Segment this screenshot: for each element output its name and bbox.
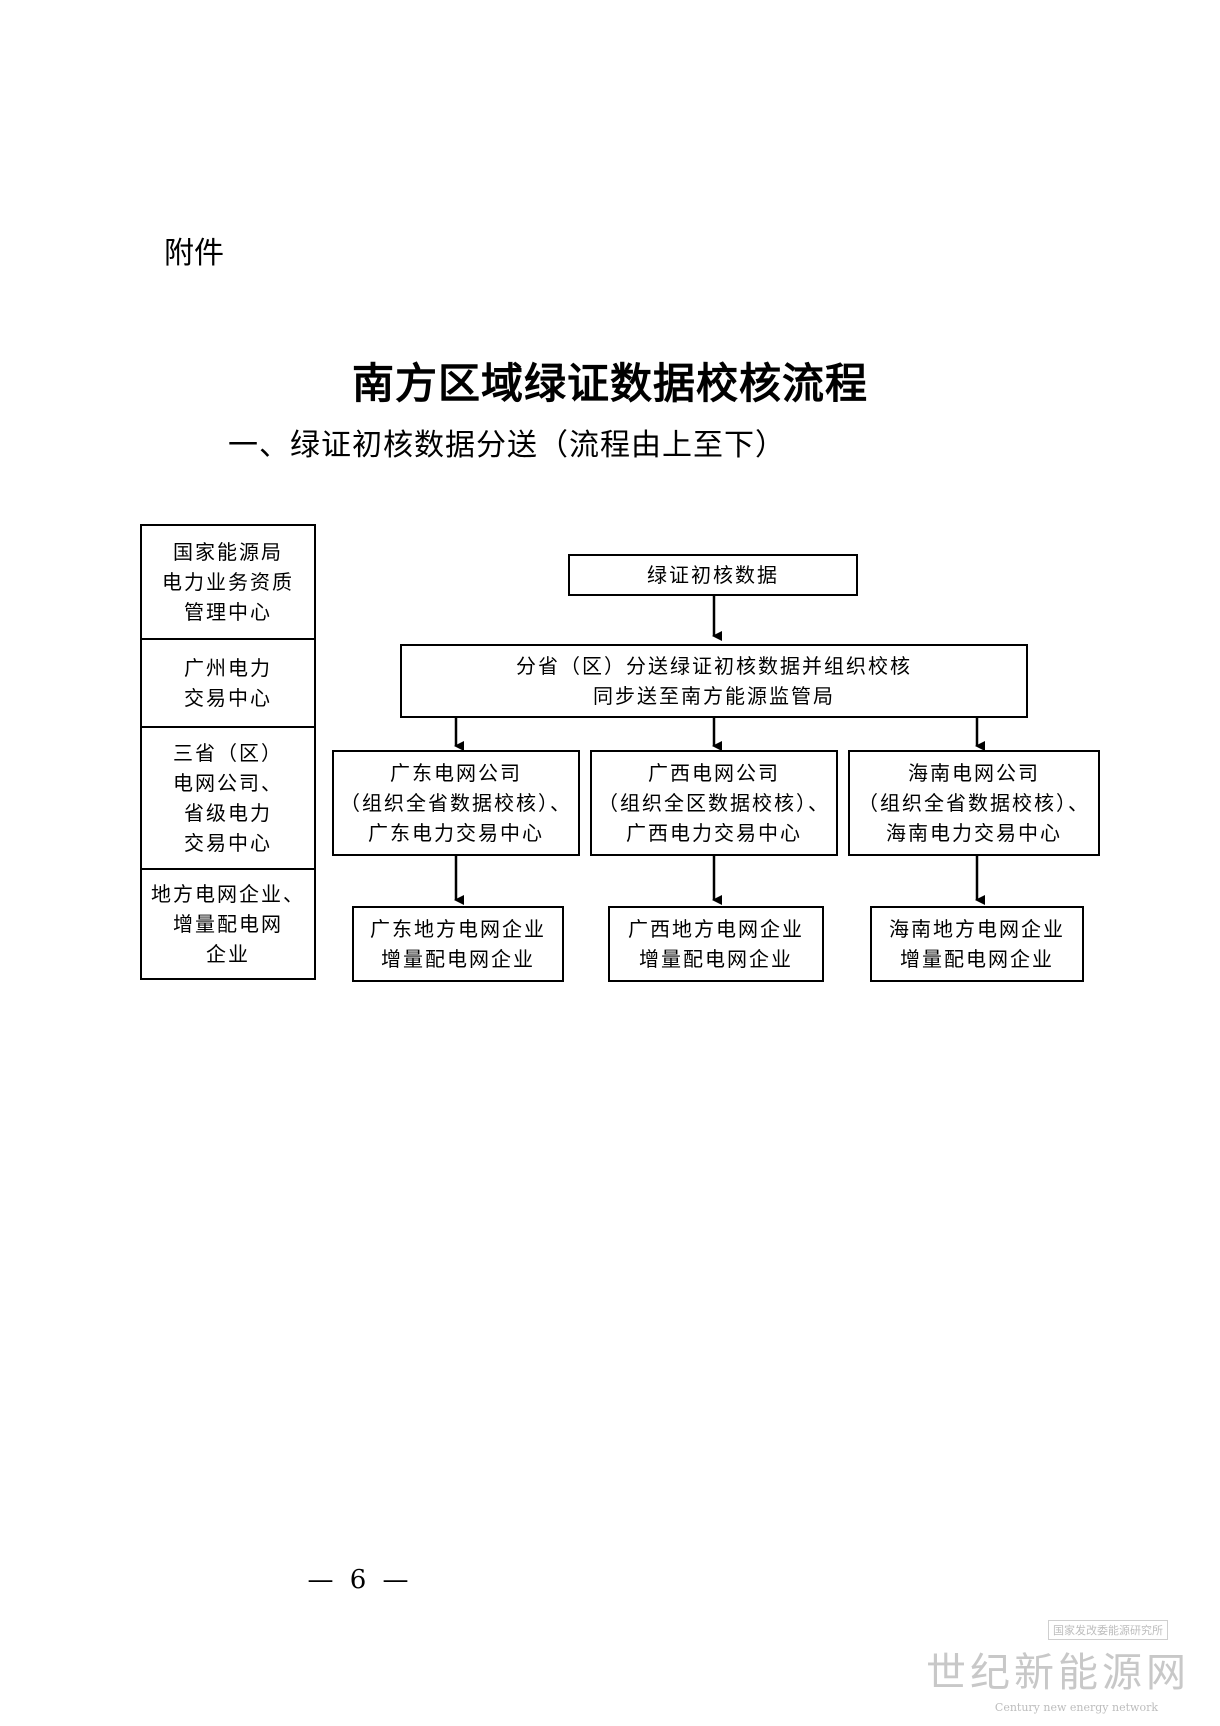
- section-heading: 一、绿证初核数据分送（流程由上至下）: [228, 428, 786, 463]
- guangxi-grid-label: 广西电网公司 （组织全区数据校核）、 广西电力交易中心: [598, 761, 830, 845]
- guangdong-local-box: 广东地方电网企业 增量配电网企业: [352, 906, 564, 982]
- hainan-local-label: 海南地方电网企业 增量配电网企业: [889, 917, 1065, 971]
- org-level-provincial-grid: 三省（区） 电网公司、 省级电力 交易中心: [140, 726, 316, 870]
- org-level-label: 广州电力 交易中心: [184, 656, 272, 710]
- guangxi-local-box: 广西地方电网企业 增量配电网企业: [608, 906, 824, 982]
- org-level-local-grid: 地方电网企业、 增量配电网 企业: [140, 868, 316, 980]
- attachment-label: 附件: [164, 236, 224, 271]
- distribute-box: 分省（区）分送绿证初核数据并组织校核 同步送至南方能源监管局: [400, 644, 1028, 718]
- initial-data-label: 绿证初核数据: [647, 563, 779, 587]
- guangdong-local-label: 广东地方电网企业 增量配电网企业: [370, 917, 546, 971]
- distribute-label: 分省（区）分送绿证初核数据并组织校核 同步送至南方能源监管局: [516, 654, 912, 708]
- watermark-logo: 世纪新能源网: [926, 1650, 1190, 1696]
- watermark-english: Century new energy network: [994, 1701, 1158, 1714]
- org-level-label: 国家能源局 电力业务资质 管理中心: [162, 540, 294, 624]
- guangdong-grid-label: 广东电网公司 （组织全省数据校核）、 广东电力交易中心: [340, 761, 572, 845]
- watermark-tag: 国家发改委能源研究所: [1048, 1620, 1168, 1640]
- guangxi-grid-box: 广西电网公司 （组织全区数据校核）、 广西电力交易中心: [590, 750, 838, 856]
- hainan-grid-label: 海南电网公司 （组织全省数据校核）、 海南电力交易中心: [858, 761, 1090, 845]
- org-level-label: 地方电网企业、 增量配电网 企业: [151, 882, 305, 966]
- initial-data-box: 绿证初核数据: [568, 554, 858, 596]
- guangxi-local-label: 广西地方电网企业 增量配电网企业: [628, 917, 804, 971]
- org-level-nea-center: 国家能源局 电力业务资质 管理中心: [140, 524, 316, 640]
- org-level-label: 三省（区） 电网公司、 省级电力 交易中心: [173, 741, 283, 855]
- hainan-local-box: 海南地方电网企业 增量配电网企业: [870, 906, 1084, 982]
- document-title: 南方区域绿证数据校核流程: [351, 359, 868, 408]
- hainan-grid-box: 海南电网公司 （组织全省数据校核）、 海南电力交易中心: [848, 750, 1100, 856]
- guangdong-grid-box: 广东电网公司 （组织全省数据校核）、 广东电力交易中心: [332, 750, 580, 856]
- page-number: — 6 —: [307, 1565, 413, 1595]
